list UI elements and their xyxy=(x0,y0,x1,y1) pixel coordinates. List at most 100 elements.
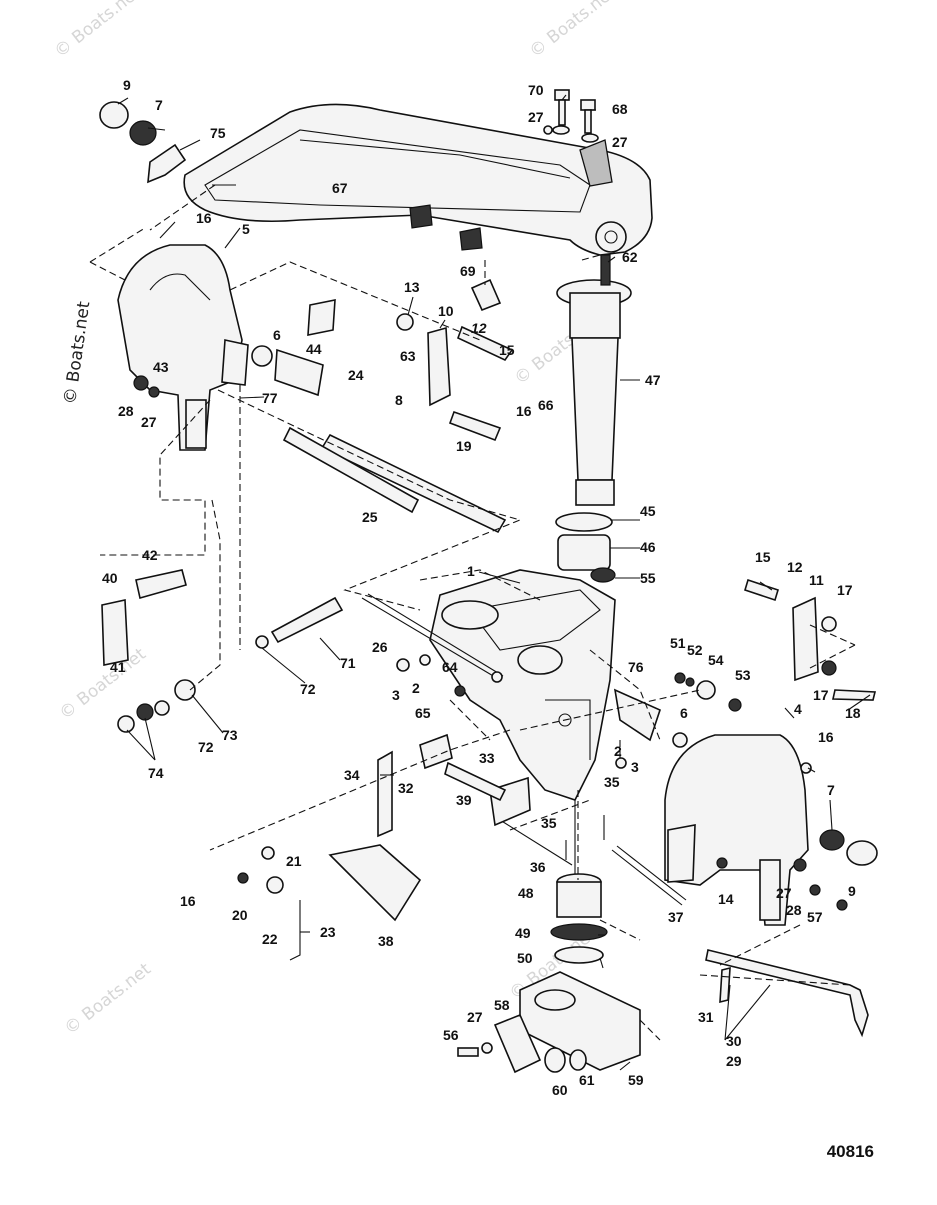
callout-label: 72 xyxy=(300,681,316,697)
callout-label: 10 xyxy=(438,303,454,319)
callout-label: 77 xyxy=(262,390,278,406)
callout-label: 60 xyxy=(552,1082,568,1098)
callout-label: 72 xyxy=(198,739,214,755)
callout-label: 63 xyxy=(400,348,416,364)
callout-label: 32 xyxy=(398,780,414,796)
callout-label: 57 xyxy=(807,909,823,925)
callout-label: 41 xyxy=(110,659,126,675)
callout-label: 29 xyxy=(726,1053,742,1069)
callout-label: 56 xyxy=(443,1027,459,1043)
callout-label: 42 xyxy=(142,547,158,563)
callout-label: 51 xyxy=(670,635,686,651)
callout-label: 35 xyxy=(604,774,620,790)
callout-label: 61 xyxy=(579,1072,595,1088)
lower-clamp xyxy=(457,971,641,1074)
callout-label: 16 xyxy=(818,729,834,745)
callout-label: 5 xyxy=(242,221,250,237)
dashed-leaders xyxy=(89,184,856,1041)
callout-label: 71 xyxy=(340,655,356,671)
callout-label: 69 xyxy=(460,263,476,279)
watermark-text: © Boats.net xyxy=(526,0,620,62)
callout-label: 54 xyxy=(708,652,724,668)
callout-label: 67 xyxy=(332,180,348,196)
callout-label: 66 xyxy=(538,397,554,413)
callout-label: 34 xyxy=(344,767,360,783)
callout-label: 15 xyxy=(499,342,515,358)
callout-label: 73 xyxy=(222,727,238,743)
callout-label: 36 xyxy=(530,859,546,875)
callout-label: 2 xyxy=(614,743,622,759)
callout-label: 27 xyxy=(776,885,792,901)
tube-bushings xyxy=(555,512,616,583)
watermark-text: © Boats.net xyxy=(51,0,145,62)
handle-bolts xyxy=(552,89,599,143)
callout-label: 22 xyxy=(262,931,278,947)
callout-label: 11 xyxy=(809,572,824,588)
callout-label: 50 xyxy=(517,950,533,966)
callout-label: 13 xyxy=(404,279,420,295)
callout-label: 17 xyxy=(813,687,829,703)
callout-label: 27 xyxy=(141,414,157,430)
callout-label: 55 xyxy=(640,570,656,586)
right-clamp-bracket xyxy=(664,734,878,926)
callout-label: 52 xyxy=(687,642,703,658)
callout-label: 37 xyxy=(668,909,684,925)
callout-label: 14 xyxy=(718,891,734,907)
callout-label: 7 xyxy=(827,782,835,798)
steering-tube xyxy=(556,254,632,506)
callout-label: 28 xyxy=(118,403,134,419)
callout-label: 30 xyxy=(726,1033,742,1049)
callout-label: 75 xyxy=(210,125,226,141)
callout-label: 74 xyxy=(148,765,164,781)
callout-label: 53 xyxy=(735,667,751,683)
callout-label: 43 xyxy=(153,359,169,375)
watermark-text: © Boats.net xyxy=(60,300,94,406)
callout-label: 9 xyxy=(848,883,856,899)
callout-label: 12 xyxy=(471,320,487,336)
lower-pivot xyxy=(550,800,608,964)
callout-label: 2 xyxy=(412,680,420,696)
callout-label: 59 xyxy=(628,1072,644,1088)
callout-label: 16 xyxy=(196,210,212,226)
callout-label: 12 xyxy=(787,559,803,575)
callout-label: 45 xyxy=(640,503,656,519)
callout-label: 58 xyxy=(494,997,510,1013)
rods xyxy=(270,426,687,906)
callout-label: 7 xyxy=(155,97,163,113)
callout-label: 19 xyxy=(456,438,472,454)
callout-label: 31 xyxy=(698,1009,714,1025)
callout-label: 24 xyxy=(348,367,364,383)
watermark-text: © Boats.net xyxy=(61,959,155,1039)
callout-label: 3 xyxy=(392,687,400,703)
callout-label: 35 xyxy=(541,815,557,831)
callout-label: 16 xyxy=(180,893,196,909)
callout-label: 48 xyxy=(518,885,534,901)
steering-handle xyxy=(183,103,653,256)
callout-label: 49 xyxy=(515,925,531,941)
callout-label: 33 xyxy=(479,750,495,766)
callout-label: 16 xyxy=(516,403,532,419)
callout-label: 46 xyxy=(640,539,656,555)
callout-label: 64 xyxy=(442,659,458,675)
callout-label: 1 xyxy=(467,563,475,579)
callout-label: 27 xyxy=(467,1009,483,1025)
callout-label: 8 xyxy=(395,392,403,408)
callout-label: 3 xyxy=(631,759,639,775)
callout-label: 6 xyxy=(273,327,281,343)
part-callouts: 70 27 68 27 9 7 75 67 16 5 62 69 13 10 4… xyxy=(102,77,861,1098)
callout-label: 20 xyxy=(232,907,248,923)
callout-label: 62 xyxy=(622,249,638,265)
callout-label: 40 xyxy=(102,570,118,586)
callout-label: 15 xyxy=(755,549,771,565)
small-parts xyxy=(99,101,877,1038)
diagram-id: 40816 xyxy=(826,1142,874,1161)
callout-label: 44 xyxy=(306,341,322,357)
callout-label: 21 xyxy=(286,853,302,869)
swivel-bracket xyxy=(429,569,616,801)
callout-label: 23 xyxy=(320,924,336,940)
callout-label: 4 xyxy=(794,701,802,717)
callout-label: 76 xyxy=(628,659,644,675)
callout-label: 26 xyxy=(372,639,388,655)
callout-label: 25 xyxy=(362,509,378,525)
